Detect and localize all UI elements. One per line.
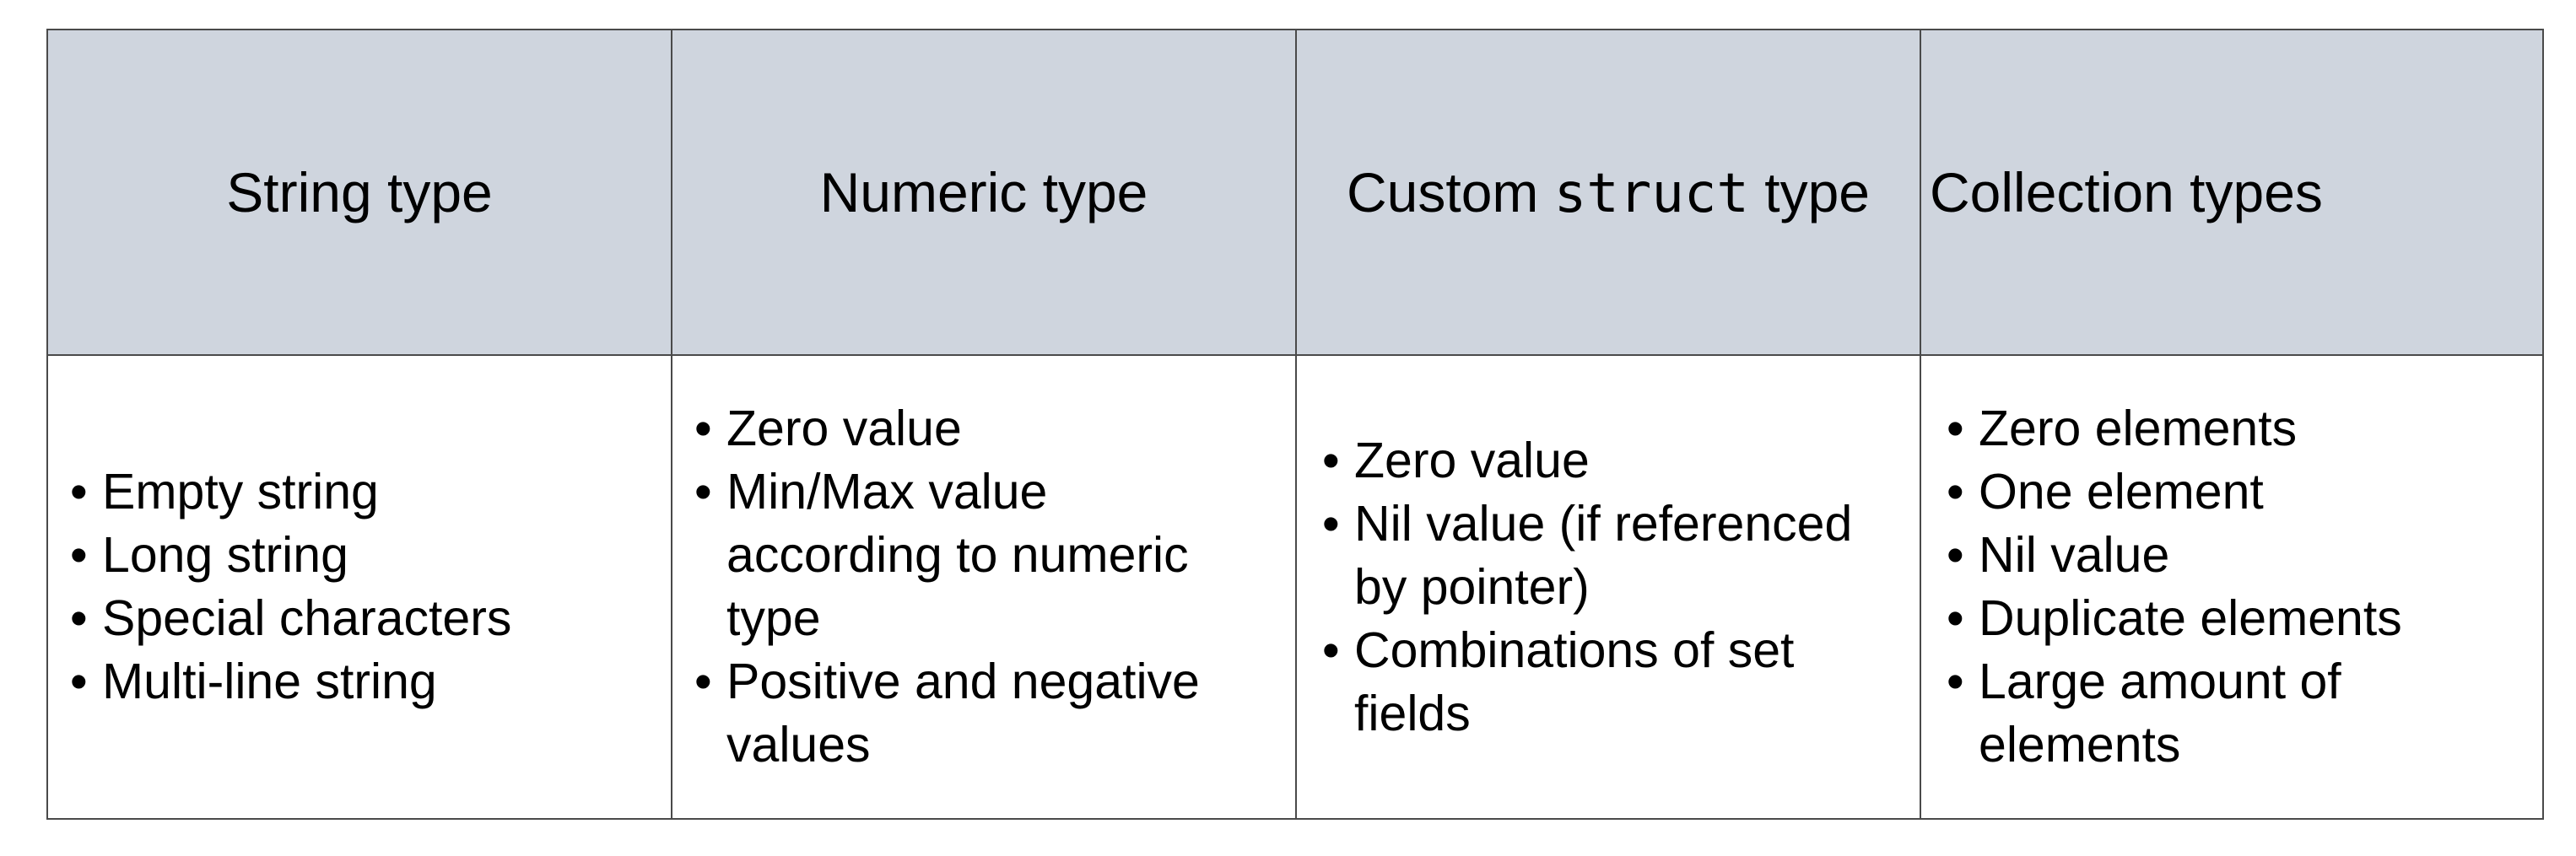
header-label: Collection types [1930,161,2323,223]
bullet-list: Zero value Min/Max value according to nu… [694,397,1268,777]
header-collection-types: Collection types [1921,30,2542,356]
list-item: Min/Max value according to numeric type [694,460,1268,650]
header-numeric-type: Numeric type [672,30,1297,356]
list-item: Zero value [694,397,1268,460]
header-label-prefix: Custom [1346,160,1554,223]
header-label: Custom struct type [1347,160,1870,225]
header-label-suffix: type [1748,160,1870,223]
list-item: Positive and negative values [694,650,1268,777]
list-item: One element [1947,460,2453,524]
bullet-list: Zero elements One element Nil value Dupl… [1947,397,2453,777]
cell-numeric-type: Zero value Min/Max value according to nu… [672,356,1297,818]
bullet-list: Empty string Long string Special charact… [70,460,511,713]
list-item: Zero value [1322,429,1896,493]
list-item: Duplicate elements [1947,587,2453,650]
list-item: Nil value (if referenced by pointer) [1322,493,1896,619]
header-label: Numeric type [819,161,1148,223]
list-item: Long string [70,524,511,587]
header-custom-struct-type: Custom struct type [1297,30,1921,356]
header-label-code: struct [1553,162,1749,225]
list-item: Zero elements [1947,397,2453,460]
list-item: Multi-line string [70,650,511,713]
list-item: Large amount of elements [1947,650,2453,777]
cell-string-type: Empty string Long string Special charact… [48,356,672,818]
cell-collection-types: Zero elements One element Nil value Dupl… [1921,356,2542,818]
cell-custom-struct-type: Zero value Nil value (if referenced by p… [1297,356,1921,818]
list-item: Nil value [1947,524,2453,587]
list-item: Special characters [70,587,511,650]
bullet-list: Zero value Nil value (if referenced by p… [1322,429,1896,746]
list-item: Combinations of set fields [1322,619,1896,746]
test-cases-table: String type Numeric type Custom struct t… [46,29,2544,820]
list-item: Empty string [70,460,511,524]
header-label: String type [226,161,493,223]
header-string-type: String type [48,30,672,356]
